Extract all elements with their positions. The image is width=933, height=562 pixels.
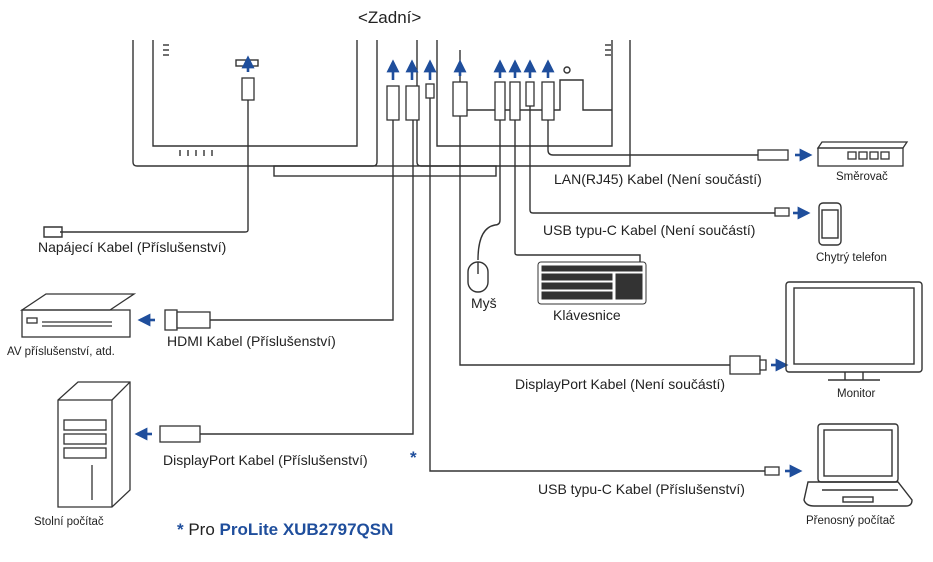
power-cable (60, 98, 249, 233)
external-monitor-device (785, 281, 923, 381)
mouse-cable (477, 118, 501, 261)
footnote-pro: Pro (183, 520, 220, 539)
diagram-title: <Zadní> (358, 8, 422, 27)
dp-out-cable-label: DisplayPort Kabel (Není součástí) (515, 376, 726, 392)
power-cable-label: Napájecí Kabel (Příslušenství) (38, 239, 227, 255)
dp-out-cable (459, 115, 730, 366)
desktop-device (57, 381, 131, 508)
keyboard-cable (514, 118, 641, 265)
dp-in-cable (200, 118, 414, 435)
smartphone-device (818, 202, 842, 246)
usbc-laptop-cable-label: USB typu-C Kabel (Příslušenství) (538, 481, 745, 497)
hdmi-cable (210, 118, 394, 321)
usbc-laptop-cable (429, 96, 765, 472)
usbc-phone-cable (529, 105, 780, 214)
laptop-label: Přenosný počítač (806, 515, 895, 527)
connectors (159, 77, 790, 476)
lan-cable-label: LAN(RJ45) Kabel (Není součástí) (554, 171, 762, 187)
footnote-star: * (177, 520, 184, 539)
cables (43, 96, 780, 472)
footnote: * Pro ProLite XUB2797QSN (177, 520, 393, 540)
keyboard-device (537, 261, 647, 305)
dp-in-cable-label: DisplayPort Kabel (Příslušenství) (163, 452, 368, 468)
av-device (19, 293, 137, 338)
usbc-phone-cable-label: USB typu-C Kabel (Není součástí) (543, 222, 756, 238)
laptop-device (803, 423, 913, 507)
hdmi-cable-label: HDMI Kabel (Příslušenství) (167, 333, 336, 349)
phone-label: Chytrý telefon (816, 252, 887, 264)
router-label: Směrovač (836, 171, 888, 183)
keyboard-label: Klávesnice (553, 307, 621, 323)
footnote-model: ProLite XUB2797QSN (219, 520, 394, 539)
av-device-label: AV příslušenství, atd. (7, 346, 115, 358)
desktop-label: Stolní počítač (34, 516, 104, 528)
mouse-label: Myš (471, 295, 497, 311)
router-device (816, 141, 909, 167)
monitor-label: Monitor (837, 388, 876, 400)
mouse-device (467, 261, 489, 293)
lan-cable (547, 118, 760, 156)
arrows (134, 55, 813, 478)
asterisk-marker: * (410, 448, 417, 467)
monitor-rear (132, 40, 631, 177)
